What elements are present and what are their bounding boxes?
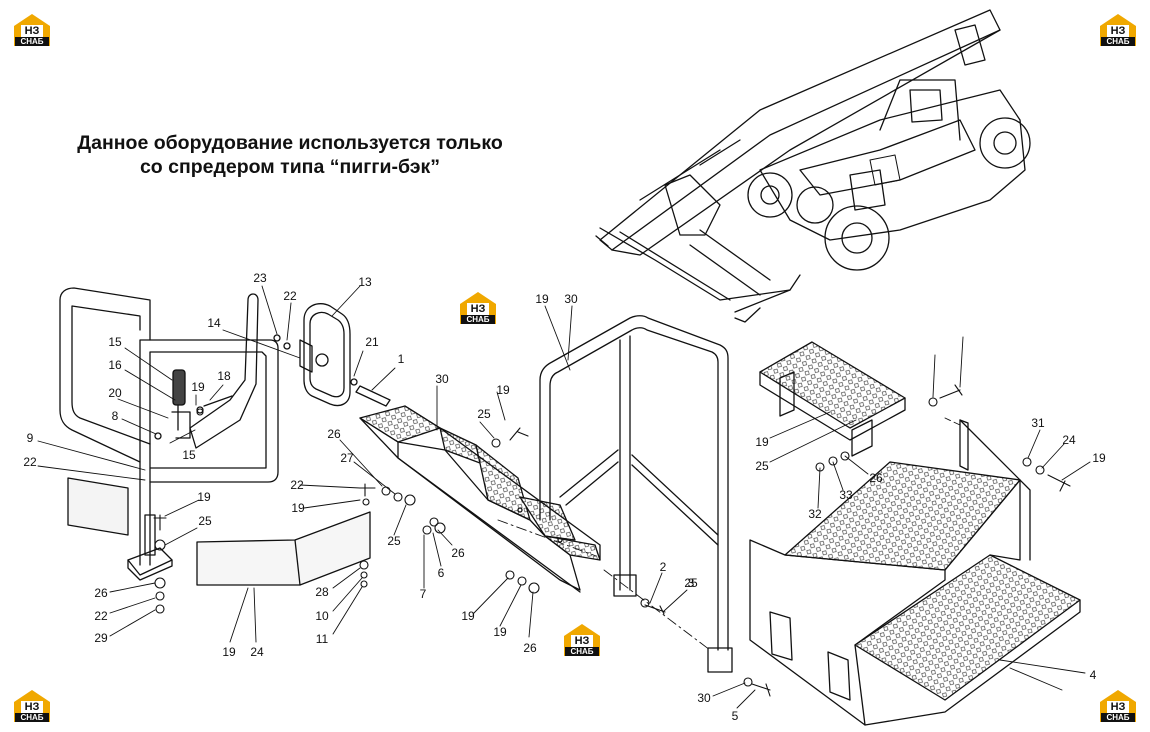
- callout-25: 25: [755, 459, 769, 473]
- callout-32: 32: [808, 507, 822, 521]
- callout-19: 19: [461, 609, 475, 623]
- callout-19: 19: [496, 383, 510, 397]
- callout-19: 19: [1092, 451, 1106, 465]
- callout-3: 3: [688, 576, 695, 590]
- bracket-assembly: [154, 293, 259, 449]
- callout-23: 23: [253, 271, 267, 285]
- callout-labels: 2322131415161918152089222113019252627221…: [23, 271, 1106, 723]
- callout-6: 6: [438, 566, 445, 580]
- mirror-assembly: [273, 303, 391, 407]
- callout-26: 26: [94, 586, 108, 600]
- callout-8: 8: [112, 409, 119, 423]
- callout-30: 30: [564, 292, 578, 306]
- callout-26: 26: [327, 427, 341, 441]
- callout-25: 25: [684, 576, 698, 590]
- callout-30: 30: [435, 372, 449, 386]
- callout-24: 24: [1062, 433, 1076, 447]
- callout-16: 16: [108, 358, 122, 372]
- callout-4: 4: [1090, 668, 1097, 682]
- fasteners: [153, 384, 1071, 697]
- callout-19: 19: [535, 292, 549, 306]
- lower-step-box: [749, 419, 1081, 726]
- callout-25: 25: [477, 407, 491, 421]
- callout-19: 19: [291, 501, 305, 515]
- reach-stacker-illustration: [595, 9, 1031, 323]
- leader-lines: [37, 285, 1091, 709]
- tall-handrail: [539, 315, 733, 673]
- callout-26: 26: [451, 546, 465, 560]
- callout-22: 22: [290, 478, 304, 492]
- callout-11: 11: [316, 632, 329, 646]
- callout-19: 19: [493, 625, 507, 639]
- callout-24: 24: [250, 645, 264, 659]
- callout-20: 20: [108, 386, 122, 400]
- callout-14: 14: [207, 316, 221, 330]
- callout-33: 33: [839, 488, 853, 502]
- note-line-1: Данное оборудование используется только: [77, 132, 503, 154]
- callout-25: 25: [387, 534, 401, 548]
- callout-22: 22: [94, 609, 108, 623]
- note-line-2: со спредером типа “пигги-бэк”: [139, 156, 441, 178]
- step-ladder: [359, 405, 601, 593]
- callout-22: 22: [283, 289, 297, 303]
- callout-2: 2: [660, 560, 667, 574]
- callout-5: 5: [732, 709, 739, 723]
- callout-28: 28: [315, 585, 329, 599]
- callout-31: 31: [1031, 416, 1045, 430]
- left-handrail: [59, 287, 279, 581]
- callout-22: 22: [23, 455, 37, 469]
- callout-19: 19: [222, 645, 236, 659]
- callout-30: 30: [697, 691, 711, 705]
- callout-1: 1: [398, 352, 405, 366]
- callout-18: 18: [217, 369, 231, 383]
- callout-29: 29: [94, 631, 108, 645]
- callout-19: 19: [755, 435, 769, 449]
- callout-7: 7: [420, 587, 427, 601]
- callout-26: 26: [523, 641, 537, 655]
- callout-25: 25: [198, 514, 212, 528]
- callout-21: 21: [365, 335, 379, 349]
- callout-19: 19: [191, 380, 205, 394]
- callout-26: 26: [869, 471, 883, 485]
- callout-15: 15: [182, 448, 196, 462]
- callout-9: 9: [27, 431, 34, 445]
- callout-19: 19: [197, 490, 211, 504]
- upper-step-plate: [759, 341, 906, 457]
- callout-10: 10: [315, 609, 329, 623]
- callout-27: 27: [340, 451, 354, 465]
- callout-13: 13: [358, 275, 372, 289]
- callout-15: 15: [108, 335, 122, 349]
